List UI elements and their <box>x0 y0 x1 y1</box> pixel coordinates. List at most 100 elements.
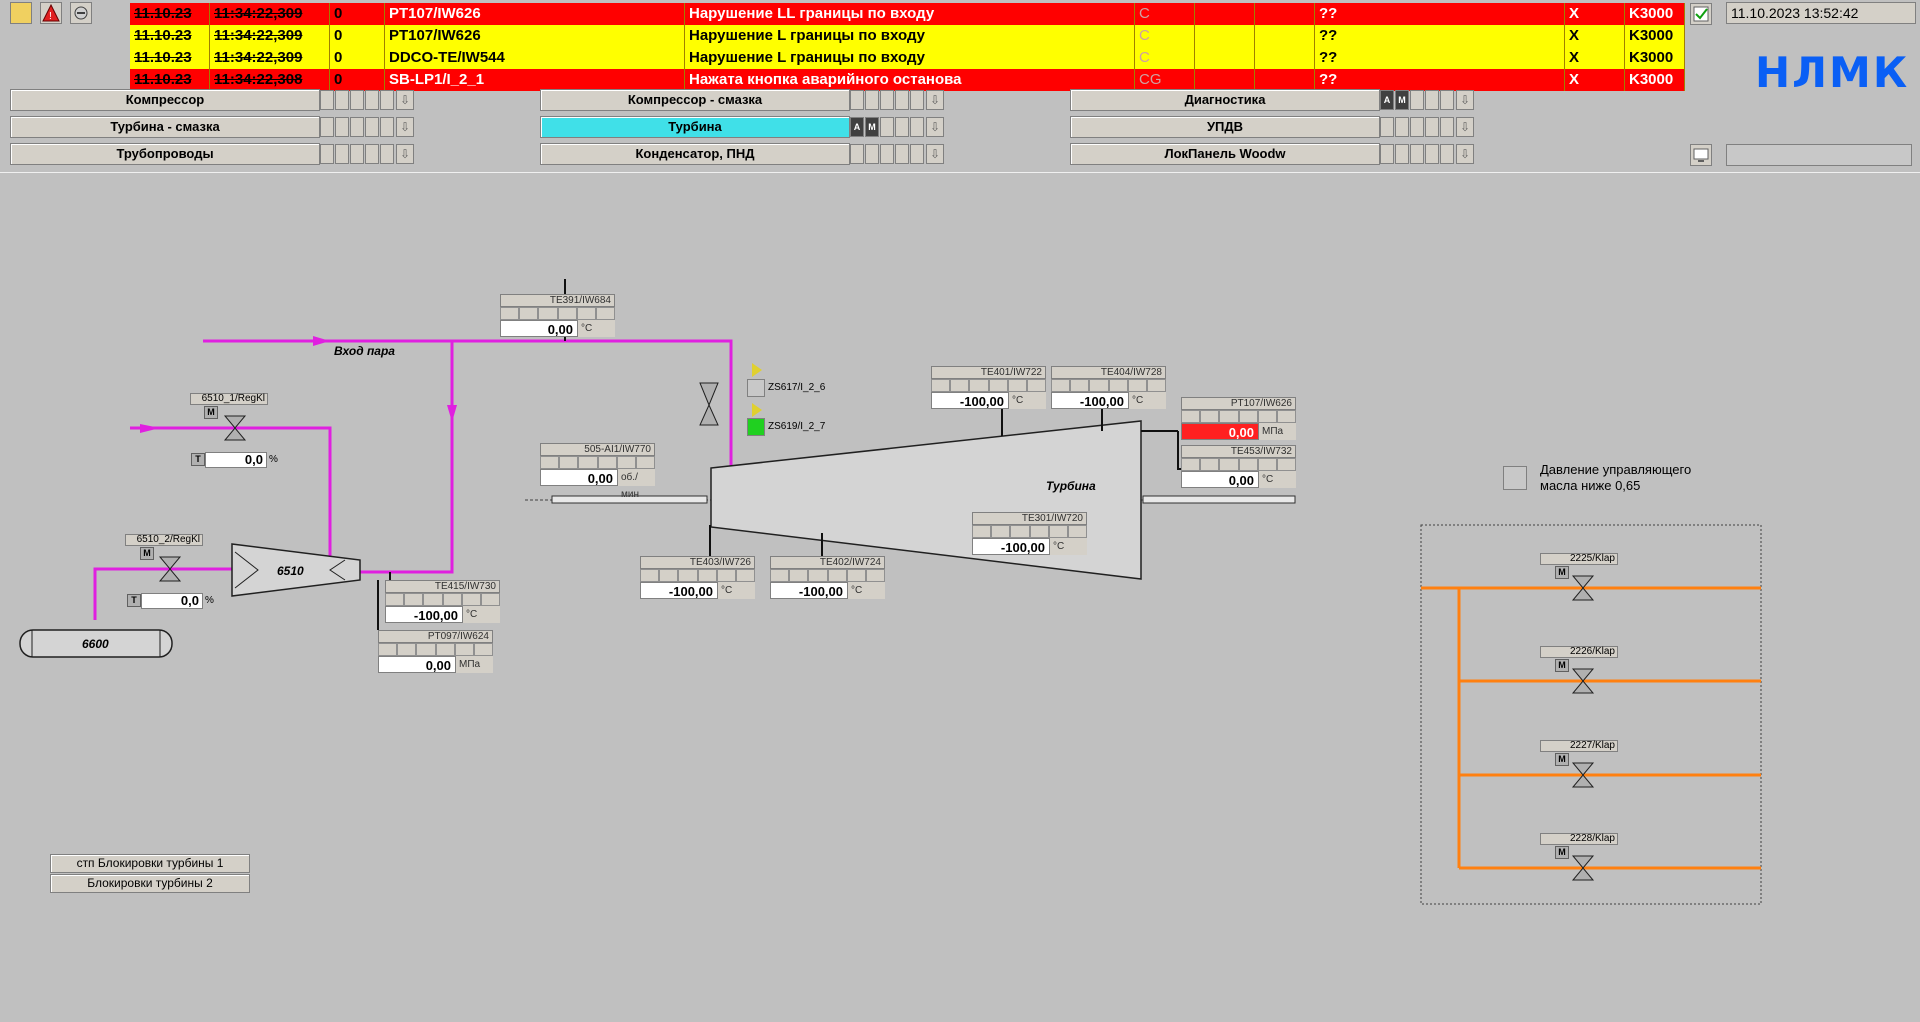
nav-status-indicator <box>1425 90 1439 110</box>
faceplate-status-bar <box>500 307 616 320</box>
faceplate-value: 0,00°C <box>1181 471 1296 488</box>
faceplate-te301[interactable]: TE301/IW720-100,00°C <box>972 512 1088 555</box>
alarm-cell-date: 11.10.23 <box>130 47 210 69</box>
valve-2228-tag[interactable]: 2228/Klap <box>1540 833 1618 845</box>
faceplate-tag: TE404/IW728 <box>1051 366 1166 379</box>
alarm-cell-blank <box>1195 69 1255 91</box>
zs619-indicator[interactable] <box>747 418 765 436</box>
faceplate-status-bar <box>972 525 1088 538</box>
faceplate-value: -100,00°C <box>931 392 1046 409</box>
oil-pressure-indicator[interactable] <box>1503 466 1527 490</box>
valve-symbol <box>699 382 719 407</box>
nav-kondensator[interactable]: Конденсатор, ПНД <box>540 143 850 165</box>
faceplate-status-bar <box>1181 410 1297 423</box>
nav-down-arrow-icon[interactable]: ⇩ <box>926 90 944 110</box>
valve-2225-tag[interactable]: 2225/Klap <box>1540 553 1618 565</box>
valve-2227-tag[interactable]: 2227/Klap <box>1540 740 1618 752</box>
faceplate-te404[interactable]: TE404/IW728 -100,00°C <box>1051 366 1167 409</box>
command-input[interactable] <box>1726 144 1912 166</box>
alarm-cell-blank <box>1255 47 1315 69</box>
nav-status-indicator <box>895 90 909 110</box>
nav-down-arrow-icon[interactable]: ⇩ <box>396 90 414 110</box>
nav-status-indicator <box>910 117 924 137</box>
faceplate-te402[interactable]: TE402/IW724-100,00°C <box>770 556 886 599</box>
faceplate-value: -100,00°C <box>770 582 885 599</box>
report-icon[interactable] <box>10 2 32 24</box>
nav-status-indicator <box>1410 90 1424 110</box>
valve-6510-1-mode[interactable]: M <box>204 406 218 419</box>
nav-status-indicator <box>880 90 894 110</box>
alarm-cell-tag: PT107/IW626 <box>385 25 685 47</box>
print-icon[interactable] <box>1690 144 1712 166</box>
ack-all-icon[interactable] <box>1690 3 1712 25</box>
nav-status-indicator <box>865 90 879 110</box>
nav-status-indicator <box>1380 117 1394 137</box>
compressor-label[interactable]: 6510 <box>277 564 304 578</box>
valve-2228-mode[interactable]: M <box>1555 846 1569 859</box>
faceplate-value: -100,00°C <box>1051 392 1166 409</box>
alarm-cell-cls: C <box>1135 3 1195 25</box>
faceplate-te415[interactable]: TE415/IW730-100,00°C <box>385 580 501 623</box>
nav-kompressor-smazka[interactable]: Компрессор - смазка <box>540 89 850 111</box>
alarm-cell-blank <box>1195 25 1255 47</box>
nav-truboprovody[interactable]: Трубопроводы <box>10 143 320 165</box>
valve-2226-mode[interactable]: M <box>1555 659 1569 672</box>
nav-down-arrow-icon[interactable]: ⇩ <box>1456 117 1474 137</box>
valve-6510-2-mode[interactable]: M <box>140 547 154 560</box>
faceplate-status-bar <box>385 593 501 606</box>
nav-turbina-smazka[interactable]: Турбина - смазка <box>10 116 320 138</box>
alarm-cell-time: 11:34:22,309 <box>210 25 330 47</box>
faceplate-te401[interactable]: TE401/IW722-100,00°C <box>931 366 1047 409</box>
valve-group-border <box>1420 524 1762 905</box>
turbine-interlocks-1-button[interactable]: стп Блокировки турбины 1 <box>50 854 250 873</box>
nav-status-indicator <box>910 144 924 164</box>
valve-2227-mode[interactable]: M <box>1555 753 1569 766</box>
faceplate-te403[interactable]: TE403/IW726-100,00°C <box>640 556 756 599</box>
alarm-cell-q: ?? <box>1315 69 1565 91</box>
faceplate-tag: PT097/IW624 <box>378 630 493 643</box>
nav-status-indicator <box>350 90 364 110</box>
valve-2226-tag[interactable]: 2226/Klap <box>1540 646 1618 658</box>
alarm-cell-q: ?? <box>1315 3 1565 25</box>
valve-6510-2-t[interactable]: T <box>127 594 141 607</box>
tank-label[interactable]: 6600 <box>82 637 109 651</box>
nav-down-arrow-icon[interactable]: ⇩ <box>1456 144 1474 164</box>
alarm-cell-x: X <box>1565 47 1625 69</box>
oil-pressure-label: Давление управляющего масла ниже 0,65 <box>1540 462 1692 493</box>
flow-arrow <box>140 424 160 433</box>
valve-6510-2-tag[interactable]: 6510_2/RegKl <box>125 534 203 546</box>
alarm-cell-cls: C <box>1135 47 1195 69</box>
nav-updv[interactable]: УПДВ <box>1070 116 1380 138</box>
valve-6510-1-tag[interactable]: 6510_1/RegKl <box>190 393 268 405</box>
nav-diagnostika[interactable]: Диагностика <box>1070 89 1380 111</box>
alarm-ack-icon[interactable]: ! <box>40 2 62 24</box>
nav-down-arrow-icon[interactable]: ⇩ <box>926 117 944 137</box>
nav-kompressor[interactable]: Компрессор <box>10 89 320 111</box>
svg-text:!: ! <box>49 11 52 22</box>
nav-turbina[interactable]: Турбина <box>540 116 850 138</box>
mute-icon[interactable] <box>70 2 92 24</box>
nav-down-arrow-icon[interactable]: ⇩ <box>396 117 414 137</box>
nav-down-arrow-icon[interactable]: ⇩ <box>1456 90 1474 110</box>
nav-status-indicator <box>1380 144 1394 164</box>
zs617-indicator[interactable] <box>747 379 765 397</box>
tank-shape <box>19 629 173 658</box>
nav-down-arrow-icon[interactable]: ⇩ <box>926 144 944 164</box>
valve-2225-mode[interactable]: M <box>1555 566 1569 579</box>
faceplate-status-bar <box>1181 458 1297 471</box>
nav-down-arrow-icon[interactable]: ⇩ <box>396 144 414 164</box>
nav-status-indicator <box>320 144 334 164</box>
nav-lokpanel[interactable]: ЛокПанель Woodw <box>1070 143 1380 165</box>
turbine-interlocks-2-button[interactable]: Блокировки турбины 2 <box>50 874 250 893</box>
valve-6510-1-t[interactable]: T <box>191 453 205 466</box>
